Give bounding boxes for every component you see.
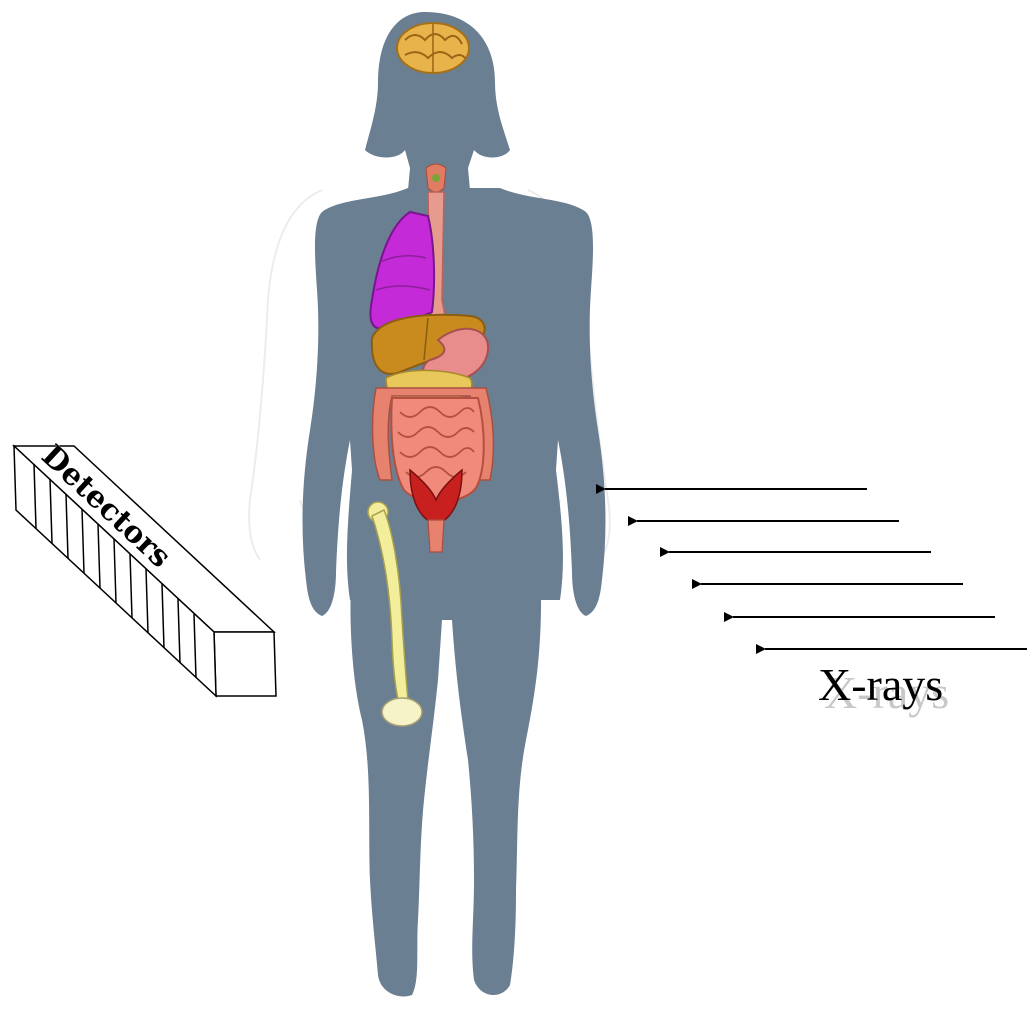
xray-arrows (605, 489, 1027, 649)
thyroid-icon (426, 164, 446, 192)
intestines-icon (391, 398, 483, 502)
detector-box-icon (14, 446, 276, 696)
rectum-icon (428, 520, 444, 552)
brain-icon (397, 23, 469, 73)
xrays-label: X-rays (818, 659, 943, 710)
